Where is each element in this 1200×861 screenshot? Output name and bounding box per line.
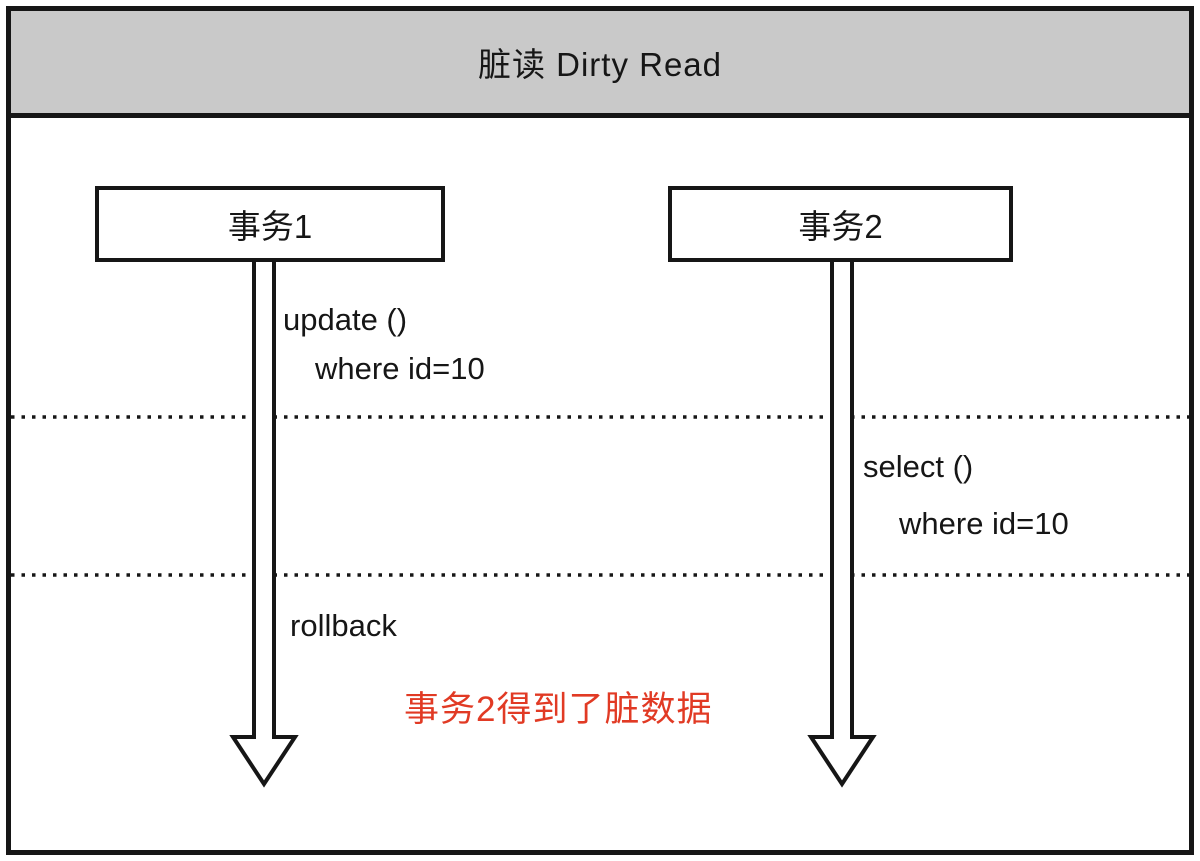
t1-update-label: update () [283,302,408,337]
transaction2-label: 事务2 [798,208,883,245]
t1-where-label: where id=10 [315,351,485,386]
transaction2-lifeline-arrow [807,254,877,788]
t1-rollback-label: rollback [290,608,397,643]
transaction2-box: 事务2 [668,186,1013,262]
t2-where-label: where id=10 [899,506,1069,541]
transaction1-lifeline-arrow [229,254,299,788]
transaction1-label: 事务1 [227,208,313,245]
dirty-data-annotation: 事务2得到了脏数据 [404,690,713,729]
diagram-title: 脏读 Dirty Read [477,46,723,83]
diagram-frame: 脏读 Dirty Read [6,6,1194,855]
diagram-title-bar: 脏读 Dirty Read [11,11,1189,118]
transaction1-box: 事务1 [95,186,445,262]
t2-select-label: select () [863,449,974,484]
